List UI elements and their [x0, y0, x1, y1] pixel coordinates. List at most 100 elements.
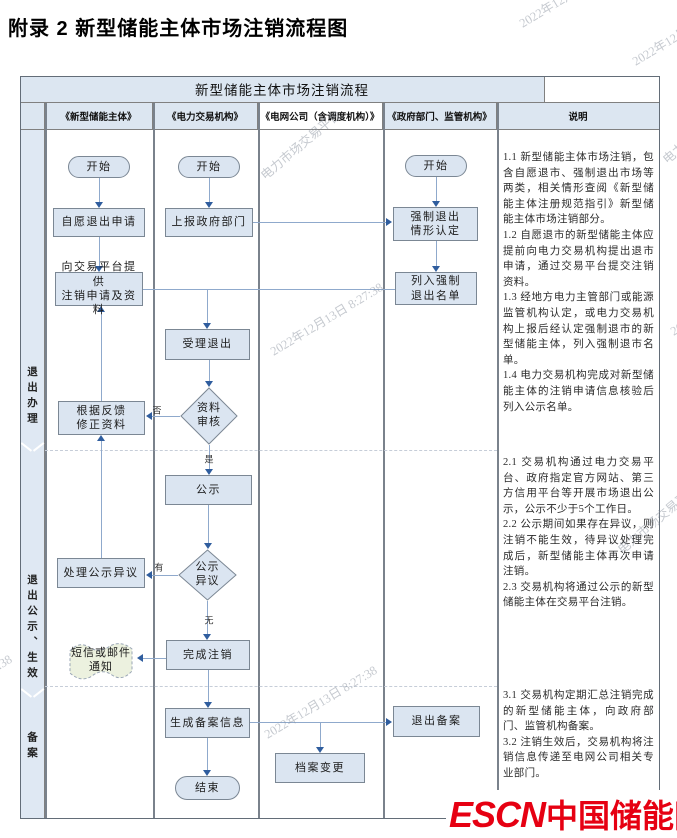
node-label-publicity-objection: 公示 异议 [195, 561, 220, 587]
notes-section-1: 1.1 新型储能主体市场注销，包含自愿退市、强制退出市场等两类，相关情形查阅《新… [503, 150, 654, 415]
flow-line [207, 738, 208, 771]
node-end: 结束 [175, 776, 240, 800]
lane-separator [45, 103, 47, 819]
node-revise-materials: 根据反馈 修正资料 [58, 401, 145, 435]
node-forced-exit-determine: 强制退出 情形认定 [393, 207, 478, 241]
node-accept-exit: 受理退出 [165, 329, 250, 360]
node-label-material-review: 资料 审核 [197, 402, 221, 428]
phase-label-2: 备案 [26, 731, 37, 763]
flow-line [207, 601, 208, 635]
flow-line [151, 416, 180, 417]
flow-arrowhead [146, 571, 152, 579]
flow-line [436, 177, 437, 202]
lane-header-3: 《政府部门、监管机构》 [383, 103, 497, 130]
flow-line [209, 178, 210, 203]
node-archive-change: 档案变更 [275, 753, 365, 783]
diagram-title-cell: 新型储能主体市场注销流程 [20, 76, 545, 103]
flow-line [151, 575, 178, 576]
page-title: 附录 2 新型储能主体市场注销流程图 [8, 18, 349, 40]
flow-arrowhead [95, 202, 103, 208]
node-publicity-objection: 公示 异议 [178, 549, 237, 601]
corner-header-cell [20, 103, 45, 130]
flow-arrowhead [316, 747, 324, 753]
node-complete-deregistration: 完成注销 [166, 640, 250, 670]
lane-header-1: 《电力交易机构》 [153, 103, 258, 130]
lane-separator [153, 103, 155, 819]
lane-header-4: 说明 [497, 103, 660, 130]
flow-line [436, 241, 437, 267]
flow-arrowhead [204, 702, 212, 708]
flow-line [208, 670, 209, 703]
node-start-exchange: 开始 [178, 156, 240, 178]
flow-arrowhead [203, 770, 211, 776]
escn-logo: ESCN中国储能网 [446, 790, 677, 838]
branch-label: 否 [152, 405, 162, 416]
note-paragraph: 1.1 新型储能主体市场注销，包含自愿退市、强制退出市场等两类，相关情形查阅《新… [503, 152, 654, 226]
note-paragraph: 2.3 交易机构将通过公示的新型储能主体在交易平台注销。 [503, 581, 654, 609]
flow-arrowhead [137, 654, 143, 662]
flow-arrowhead [386, 718, 392, 726]
flow-arrowhead [432, 201, 440, 207]
watermark: 电力市场交易平台 [660, 91, 677, 167]
node-exit-record: 退出备案 [393, 706, 480, 737]
flow-line [320, 722, 321, 748]
flow-line [208, 505, 209, 544]
watermark: 2022年12月13日 8:27:38 [515, 0, 635, 31]
branch-label: 无 [204, 615, 214, 626]
branch-label: 是 [204, 454, 214, 465]
note-paragraph: 1.4 电力交易机构完成对新型储能主体的注销申请信息核验后列入公示名单。 [503, 370, 654, 413]
flow-line [142, 658, 166, 659]
diagram-title: 新型储能主体市场注销流程 [195, 83, 369, 98]
note-paragraph: 3.1 交易机构定期汇总注销完成的新型储能主体，向政府部门、监管机构备案。 [503, 690, 654, 733]
node-start-storage: 开始 [68, 156, 130, 178]
notes-section-3: 3.1 交易机构定期汇总注销完成的新型储能主体，向政府部门、监管机构备案。3.2… [503, 688, 654, 782]
node-publicity: 公示 [165, 475, 252, 505]
note-paragraph: 2.2 公示期间如果存在异议，则注销不能生效，待异议处理完成后，新型储能主体再次… [503, 519, 654, 578]
flow-arrowhead [204, 543, 212, 549]
flow-line [209, 445, 210, 470]
node-start-government: 开始 [405, 155, 467, 177]
flow-line [207, 289, 208, 324]
flow-arrowhead [146, 412, 152, 420]
phase-label-1: 退出公示、生效 [26, 573, 37, 683]
notes-section-2: 2.1 交易机构通过电力交易平台、政府指定官方网站、第三方信用平台等开展市场退出… [503, 455, 654, 611]
flow-arrowhead [95, 266, 103, 272]
flow-line [143, 289, 395, 290]
lane-header-0: 《新型储能主体》 [45, 103, 153, 130]
flow-arrowhead [97, 306, 105, 312]
phase-label-0: 退出办理 [26, 366, 37, 428]
watermark: 2022年12月13日 8:27:38 [667, 260, 677, 339]
node-label-sms-email-notice: 短信或邮件 通知 [71, 647, 131, 673]
node-forced-exit-list: 列入强制 退出名单 [395, 272, 477, 305]
flow-line [99, 178, 100, 203]
flow-arrowhead [432, 266, 440, 272]
lane-separator [258, 103, 260, 819]
flow-arrowhead [205, 469, 213, 475]
flow-line [101, 310, 102, 401]
flow-line [250, 722, 387, 723]
flow-arrowhead [205, 381, 213, 387]
node-sms-email-notice: 短信或邮件 通知 [66, 640, 136, 682]
flow-arrowhead [386, 218, 392, 226]
flow-arrowhead [205, 202, 213, 208]
phase-divider [45, 686, 497, 687]
node-handle-objection: 处理公示异议 [57, 558, 145, 588]
watermark: 2022年12月13日 8:27:38 [0, 652, 15, 730]
flow-arrowhead [97, 435, 105, 441]
node-material-review: 资料 审核 [180, 387, 238, 445]
flow-line [209, 360, 210, 382]
note-paragraph: 2.1 交易机构通过电力交易平台、政府指定官方网站、第三方信用平台等开展市场退出… [503, 457, 654, 515]
table-frame [20, 76, 660, 819]
phase-divider [45, 450, 497, 451]
lane-separator [497, 103, 499, 819]
note-paragraph: 3.2 注销生效后，交易机构将注销信息传递至电网公司相关专业部门。 [503, 736, 654, 779]
escn-logo-latin: ESCN [449, 794, 546, 835]
flow-arrowhead [203, 634, 211, 640]
note-paragraph: 1.2 自愿退市的新型储能主体应提前向电力交易机构提出退市申请，通过交易平台提交… [503, 229, 654, 288]
node-voluntary-exit-apply: 自愿退出申请 [53, 208, 145, 237]
lane-header-2: 《电网公司（含调度机构）》 [258, 103, 383, 130]
flow-arrowhead [203, 323, 211, 329]
note-paragraph: 1.3 经地方电力主管部门或能源监管机构认定，或电力交易机构上报后经认定强制退市… [503, 292, 654, 366]
lane-separator [383, 103, 385, 819]
